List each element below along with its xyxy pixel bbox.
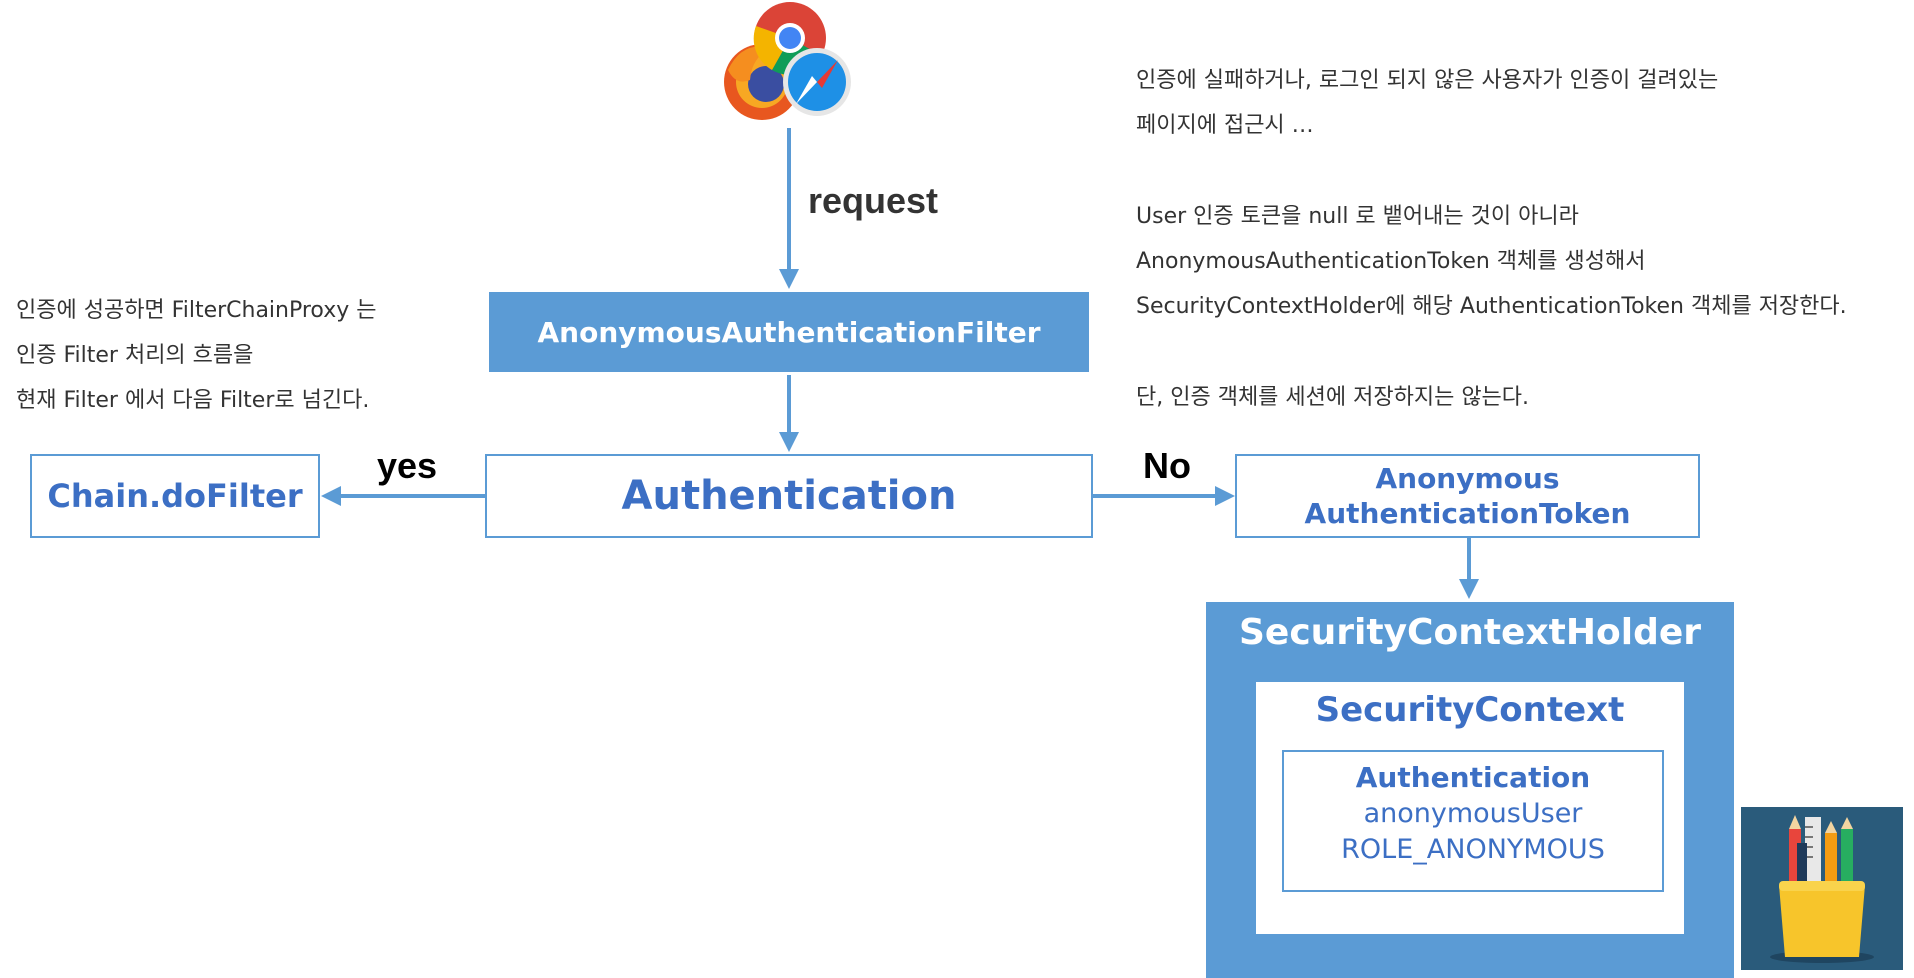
security-context-holder-title: SecurityContextHolder xyxy=(1238,612,1702,653)
authentication-node: Authentication xyxy=(485,454,1093,538)
note-right-top: 인증에 실패하거나, 로그인 되지 않은 사용자가 인증이 걸려있는 페이지에 … xyxy=(1136,58,1718,148)
token-label-line2: AuthenticationToken xyxy=(1304,497,1631,530)
note-right-bottom: 단, 인증 객체를 세션에 저장하지는 않는다. xyxy=(1136,375,1529,420)
note-right-line: SecurityContextHolder에 해당 Authentication… xyxy=(1136,294,1847,319)
request-label: request xyxy=(808,180,939,221)
note-right-line: User 인증 토큰을 null 로 뱉어내는 것이 아니라 xyxy=(1136,204,1579,229)
authentication-object: Authentication anonymousUser ROLE_ANONYM… xyxy=(1282,750,1664,892)
security-context: SecurityContext Authentication anonymous… xyxy=(1254,680,1686,936)
note-left-line: 인증에 성공하면 FilterChainProxy 는 xyxy=(16,298,377,323)
authentication-role: ROLE_ANONYMOUS xyxy=(1341,834,1605,865)
note-left: 인증에 성공하면 FilterChainProxy 는 인증 Filter 처리… xyxy=(16,288,377,423)
note-left-line: 현재 Filter 에서 다음 Filter로 넘긴다. xyxy=(16,388,370,413)
token-label-line1: Anonymous xyxy=(1375,462,1560,495)
note-left-line: 인증 Filter 처리의 흐름을 xyxy=(16,343,254,368)
no-label: No xyxy=(1143,445,1191,486)
authentication-principal: anonymousUser xyxy=(1363,798,1583,829)
yes-label: yes xyxy=(377,445,438,486)
note-right-line: 인증에 실패하거나, 로그인 되지 않은 사용자가 인증이 걸려있는 xyxy=(1136,68,1719,93)
note-right-line: 페이지에 접근시 … xyxy=(1136,113,1314,138)
anonymous-authentication-filter-node: AnonymousAuthenticationFilter xyxy=(489,292,1089,372)
note-right-middle: User 인증 토큰을 null 로 뱉어내는 것이 아니라 Anonymous… xyxy=(1136,194,1847,329)
chain-dofilter-node: Chain.doFilter xyxy=(30,454,320,538)
authentication-object-title: Authentication xyxy=(1355,761,1591,794)
chain-dofilter-label: Chain.doFilter xyxy=(47,477,303,515)
filter-node-label: AnonymousAuthenticationFilter xyxy=(537,315,1041,349)
safari-icon xyxy=(783,48,851,116)
security-context-holder: SecurityContextHolder SecurityContext Au… xyxy=(1206,602,1734,978)
note-right-line: 단, 인증 객체를 세션에 저장하지는 않는다. xyxy=(1136,385,1530,410)
pencil-cup-icon xyxy=(1741,807,1903,970)
note-right-line: AnonymousAuthenticationToken 객체를 생성해서 xyxy=(1136,249,1646,274)
anonymous-authentication-token-node: Anonymous AuthenticationToken xyxy=(1235,454,1700,538)
browser-icons xyxy=(724,2,851,120)
security-context-title: SecurityContext xyxy=(1315,690,1625,730)
authentication-node-label: Authentication xyxy=(621,473,957,519)
